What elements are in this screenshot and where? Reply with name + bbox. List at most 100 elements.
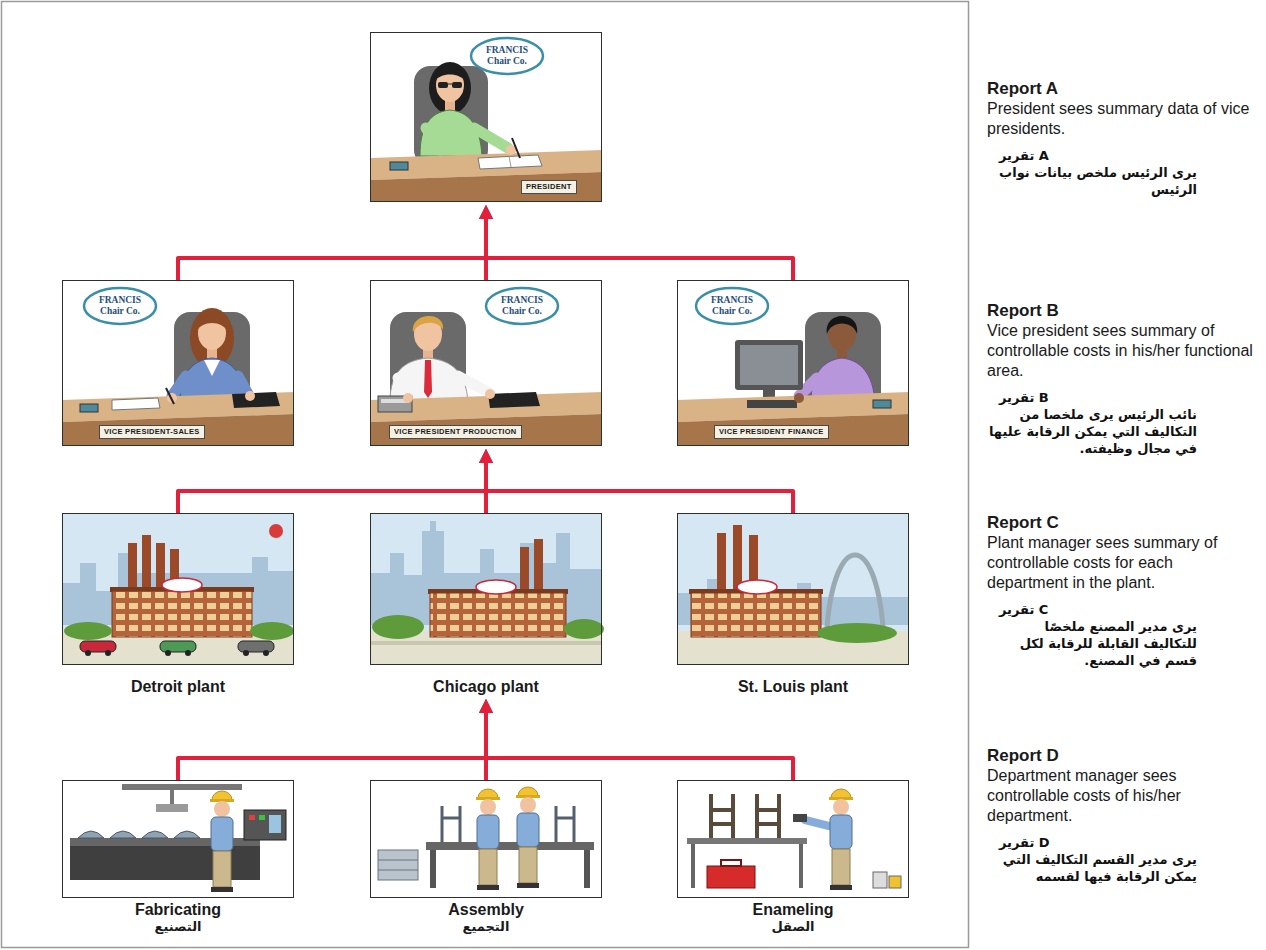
fabricating-illustration-part [269, 815, 281, 833]
president-illustration-part [474, 128, 508, 148]
chicago-plant-illustration-part [370, 641, 602, 645]
caption-text: Assembly [370, 900, 602, 919]
report-description: Report DDepartment manager sees controll… [987, 745, 1257, 885]
report-description: Report APresident sees summary data of v… [987, 78, 1257, 198]
assembly-illustration-part [516, 787, 540, 888]
report-text: يرى مدير المصنع ملخصًا للتكاليف القابلة … [987, 618, 1197, 669]
fabricating-illustration-part [156, 804, 188, 812]
plant-box: St. Louis plant [677, 513, 909, 696]
report-text: تقرير C [999, 601, 1257, 618]
caption: Detroit plant [62, 677, 294, 696]
enameling-illustration-part [799, 844, 803, 888]
detroit-plant-illustration-part [162, 578, 202, 592]
president-box: PRESIDENT [370, 32, 602, 202]
vice-president-production-illustration-part [398, 378, 406, 396]
detroit-plant-illustration-part [238, 641, 274, 652]
fabricating-illustration-part [62, 780, 294, 898]
company-logo-text: FRANCIS Chair Co. [491, 295, 553, 317]
president-illustration-part [471, 38, 543, 74]
company-logo-text: FRANCIS Chair Co. [701, 295, 763, 317]
vice-president-finance-illustration-part [735, 340, 803, 390]
report-description: Report CPlant manager sees summary of co… [987, 512, 1257, 669]
reporting-arrow [484, 219, 488, 280]
president-illustration-part [390, 162, 408, 170]
detroit-plant-illustration-part [243, 650, 249, 656]
chicago-plant-illustration-part [430, 593, 566, 637]
president-illustration-part [370, 172, 602, 202]
caption: Fabricatingالتصنيع [62, 900, 294, 935]
st-louis-plant-illustration-part [817, 623, 897, 643]
chicago-plant-illustration-part [534, 539, 543, 593]
detroit-plant-illustration-part [165, 650, 171, 656]
detroit-plant-illustration-part [160, 641, 196, 652]
report-text: يرى الرئيس ملخص بيانات نواب الرئيس [987, 164, 1197, 198]
detroit-plant-illustration-part [269, 524, 283, 538]
nameplate-text: PRESIDENT [526, 182, 572, 192]
fabricating-illustration-part [142, 831, 168, 838]
detroit-plant-illustration-part [62, 513, 294, 665]
report-text: Plant manager sees summary of controllab… [987, 533, 1257, 593]
report-heading: Report C [987, 512, 1257, 533]
assembly-illustration-part [476, 789, 500, 890]
vice-president-finance-illustration-part [677, 414, 909, 446]
box-outline [62, 780, 294, 898]
chicago-plant-illustration-part [476, 580, 516, 594]
caption-text: Chicago plant [370, 677, 602, 696]
detroit-plant-illustration-part [142, 535, 151, 593]
nameplate-text: VICE PRESIDENT-SALES [104, 427, 200, 437]
caption-text: Detroit plant [62, 677, 294, 696]
detroit-plant-illustration-part [64, 622, 112, 640]
assembly-illustration-part [370, 780, 602, 898]
nameplate: VICE PRESIDENT FINANCE [714, 425, 829, 439]
chicago-plant-illustration-part [564, 619, 604, 639]
vice-president-production-illustration [370, 280, 602, 446]
vice-president-sales-illustration-part [62, 280, 294, 446]
vice-president-box: VICE PRESIDENT FINANCE [677, 280, 909, 446]
fabricating-illustration [62, 780, 294, 898]
nameplate: VICE PRESIDENT-SALES [99, 425, 205, 439]
report-text: تقرير D [999, 834, 1257, 851]
fabricating-illustration-part [122, 784, 242, 790]
assembly-illustration-part [556, 806, 574, 842]
assembly-illustration-part [584, 850, 590, 888]
fabricating-illustration-part [78, 831, 104, 838]
vice-president-production-illustration-part [458, 376, 488, 392]
enameling-illustration-part [677, 780, 909, 898]
vice-president-sales-illustration-part [204, 360, 220, 376]
box-outline: PRESIDENT [370, 32, 602, 202]
assembly-illustration-part [426, 842, 594, 850]
assembly-illustration-part [378, 860, 418, 861]
president-illustration-part [509, 156, 511, 167]
department-box: Enamelingالصقل [677, 780, 909, 935]
vice-president-sales-illustration-part [84, 288, 156, 324]
st-louis-plant-illustration-part [691, 593, 821, 637]
box-outline [62, 513, 294, 665]
vice-president-production-illustration-part [485, 389, 495, 399]
vice-president-production-illustration-part [370, 414, 602, 446]
detroit-plant-illustration-part [85, 650, 91, 656]
report-heading: Report B [987, 300, 1257, 321]
president-illustration-part [478, 155, 542, 169]
president-illustration-part [452, 82, 462, 88]
plant-box: Detroit plant [62, 513, 294, 696]
vice-president-finance-illustration-part [696, 288, 768, 324]
vice-president-sales-illustration-part [62, 414, 294, 446]
department-box: Fabricatingالتصنيع [62, 780, 294, 935]
caption: Chicago plant [370, 677, 602, 696]
president-illustration-part [370, 32, 602, 202]
nameplate-text: VICE PRESIDENT FINANCE [719, 427, 824, 437]
vice-president-sales-illustration-part [245, 391, 255, 401]
box-outline: VICE PRESIDENT-SALES [62, 280, 294, 446]
chicago-plant-illustration-part [372, 615, 424, 639]
plant-box: Chicago plant [370, 513, 602, 696]
detroit-plant-illustration-part [128, 543, 137, 593]
fabricating-illustration-part [259, 815, 265, 820]
reporting-arrow [486, 713, 793, 780]
vice-president-production-illustration-part [424, 360, 432, 398]
enameling-illustration-part [711, 794, 733, 838]
st-louis-plant-illustration-part [827, 555, 883, 627]
vice-president-sales-illustration-part [238, 376, 248, 394]
president-illustration [370, 32, 602, 202]
